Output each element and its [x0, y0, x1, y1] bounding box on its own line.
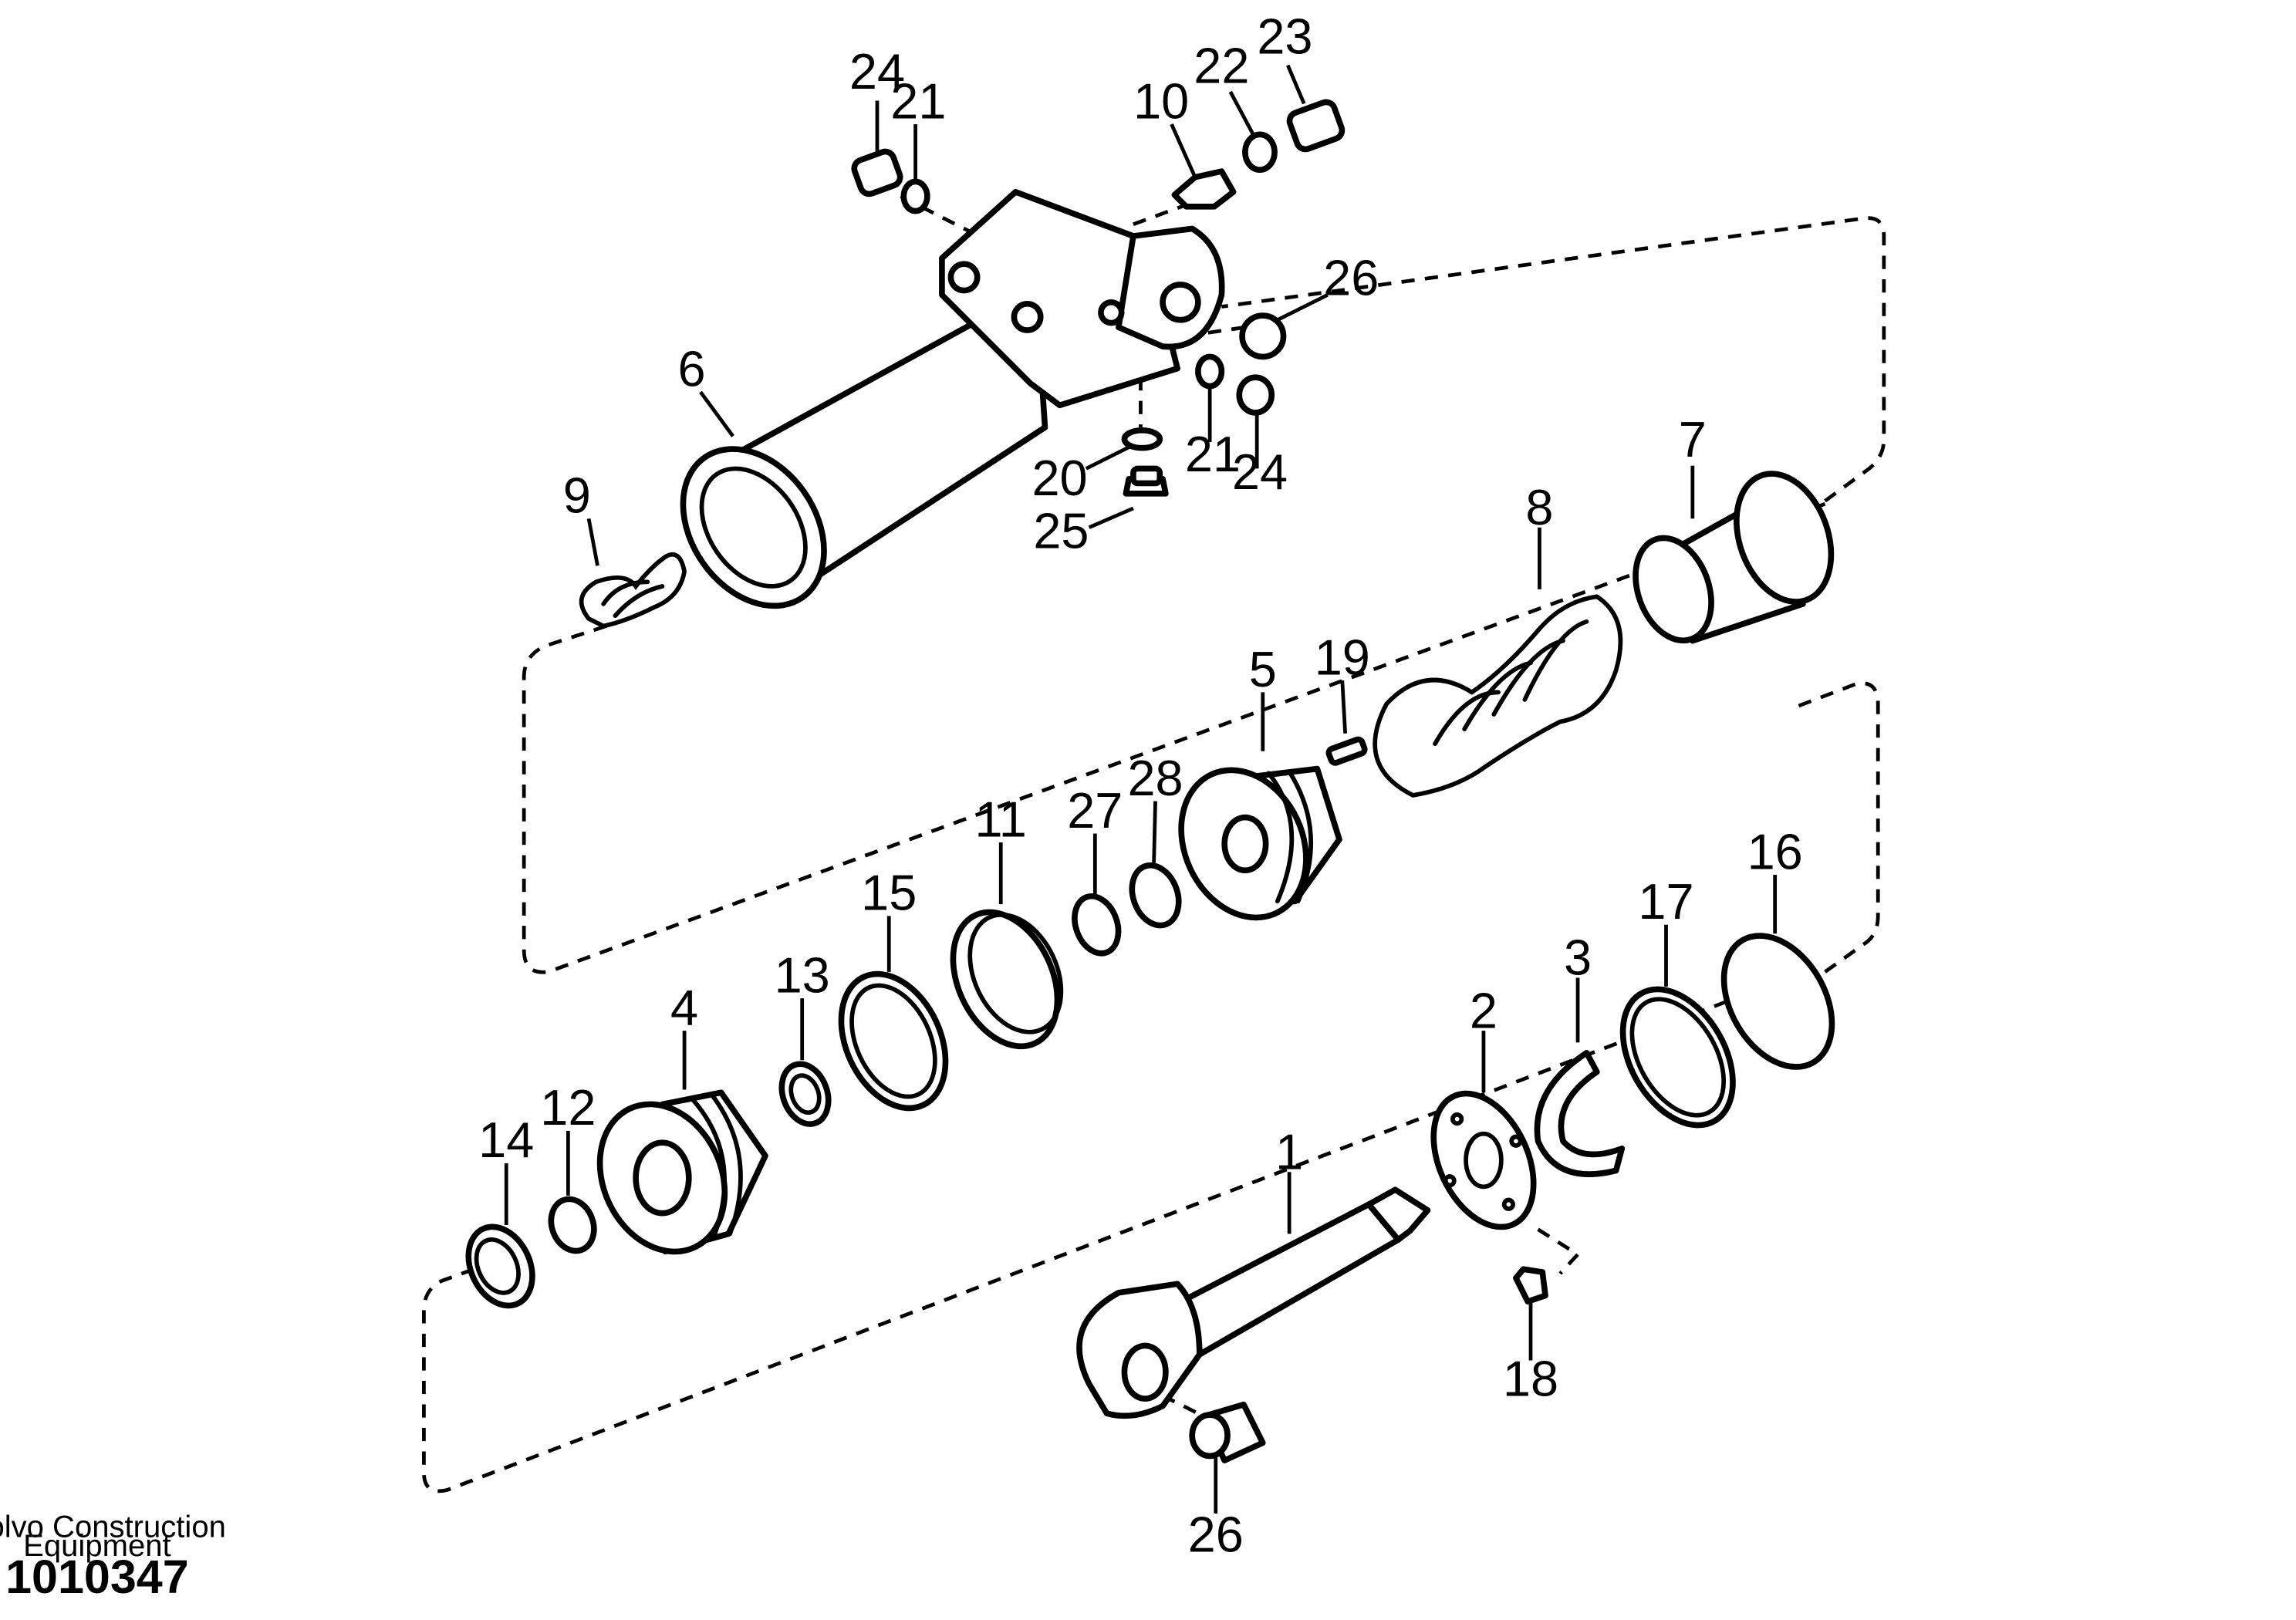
- publisher-line-2: Equipment: [23, 1529, 171, 1563]
- set-screw-part-19: [1325, 736, 1368, 766]
- callout-28: 28: [1127, 750, 1183, 806]
- port-line-a: [900, 194, 980, 238]
- callout-24-right: 24: [1232, 444, 1288, 500]
- o-ring-part-21-top: [900, 178, 930, 214]
- callout-9: 9: [563, 467, 591, 524]
- piston-part-5: [1178, 765, 1342, 921]
- cylinder-tube-part-6: [680, 188, 1225, 609]
- wear-ring-part-11: [950, 909, 1064, 1050]
- snap-ring-part-3: [1534, 1049, 1626, 1177]
- assembly-line-upper: [1221, 216, 1886, 503]
- callout-15: 15: [861, 865, 917, 921]
- plug-part-25: [1123, 465, 1169, 497]
- callout-17: 17: [1638, 873, 1693, 930]
- callout-21-right: 21: [1185, 426, 1241, 482]
- callout-3: 3: [1564, 930, 1592, 986]
- callout-5: 5: [1249, 641, 1277, 697]
- ring-part-12: [548, 1196, 597, 1254]
- piston-rod-part-1: [1076, 1186, 1431, 1419]
- spring-part-9: [579, 552, 687, 629]
- callout-4: 4: [670, 980, 698, 1036]
- plug-part-23: [1286, 99, 1346, 153]
- callout-27: 27: [1067, 782, 1123, 839]
- bushing-part-13: [778, 1061, 832, 1127]
- callout-22: 22: [1194, 38, 1249, 94]
- callout-26-top: 26: [1323, 249, 1379, 305]
- assembly-line-middle: [1795, 681, 1880, 974]
- callout-23: 23: [1257, 8, 1312, 64]
- callout-2: 2: [1470, 982, 1497, 1038]
- callout-10: 10: [1133, 73, 1189, 129]
- callout-12: 12: [540, 1079, 596, 1136]
- publisher-line-1: Volvo Construction: [0, 1510, 226, 1544]
- footer: Volvo Construction Equipment 1010347: [0, 1510, 226, 1602]
- ring-part-27: [1072, 893, 1122, 957]
- seal-ring-part-15: [838, 970, 949, 1112]
- callout-25: 25: [1033, 502, 1089, 559]
- callout-14: 14: [478, 1112, 534, 1168]
- bushing-part-26-top: [1239, 312, 1287, 360]
- callout-24-top: 24: [849, 43, 905, 100]
- plug-part-24-right: [1236, 374, 1275, 416]
- spring-part-8: [1373, 594, 1623, 798]
- tube-part-7: [1633, 471, 1835, 644]
- document-number: 1010347: [5, 1551, 189, 1603]
- callout-16: 16: [1747, 823, 1803, 879]
- part-callouts: 24 21 10 22 23 26 6 21 24 20 25 9 7 8 19…: [478, 8, 1803, 1562]
- callout-6: 6: [678, 341, 706, 397]
- leader-lines: [504, 64, 1778, 1514]
- callout-20: 20: [1032, 450, 1087, 506]
- assembly-line-rod-head: [522, 501, 1826, 974]
- callout-1: 1: [1275, 1123, 1303, 1180]
- bushing-part-26-bottom: [1189, 1401, 1266, 1464]
- callout-26-bottom: 26: [1188, 1506, 1244, 1562]
- callout-19: 19: [1315, 629, 1370, 685]
- wiper-part-14: [465, 1223, 535, 1309]
- plate-part-2: [1430, 1090, 1537, 1230]
- ring-part-28: [1129, 862, 1182, 929]
- ring-part-17: [1619, 986, 1736, 1129]
- assembly-line-lower: [422, 981, 1774, 1493]
- plug-part-24-top: [851, 148, 903, 197]
- rod-head-part-4: [596, 1089, 768, 1255]
- callout-7: 7: [1679, 411, 1707, 467]
- callout-11: 11: [975, 791, 1027, 847]
- bolt-part-18: [1513, 1266, 1548, 1304]
- o-ring-part-20: [1121, 427, 1163, 451]
- bolt-assembly-line: [1537, 1227, 1581, 1275]
- ring-part-16: [1720, 933, 1835, 1070]
- callout-18: 18: [1503, 1350, 1558, 1406]
- callout-8: 8: [1525, 479, 1553, 535]
- callout-21-top: 21: [890, 73, 946, 129]
- o-ring-part-21-right: [1195, 353, 1225, 390]
- callout-13: 13: [775, 947, 830, 1004]
- check-valve-part-10: [1171, 168, 1237, 210]
- o-ring-part-22: [1242, 131, 1278, 173]
